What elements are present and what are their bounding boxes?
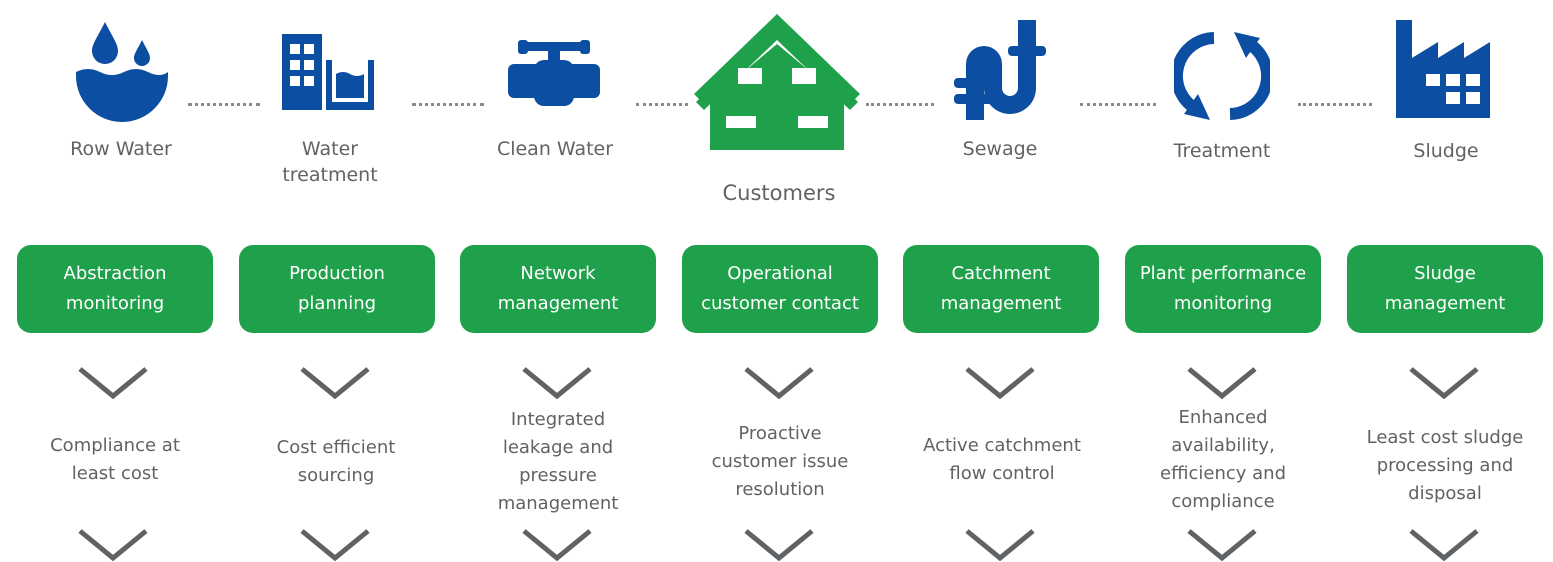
chevron-down-icon	[744, 367, 814, 400]
pill-line: management	[497, 293, 619, 314]
chevron-down-icon	[965, 367, 1035, 400]
stage-label-clean-water: Clean Water	[496, 138, 614, 160]
chevron-down-icon	[1409, 529, 1479, 562]
connector-dots	[412, 103, 484, 110]
outcome-line: Least cost sludge	[1366, 427, 1524, 448]
recycle-icon	[1174, 32, 1270, 120]
water-treatment-icon	[282, 34, 374, 110]
outcome-line: Proactive	[738, 423, 822, 444]
stage-label-treatment: Treatment	[1173, 140, 1271, 162]
outcome-line: least cost	[71, 463, 159, 484]
outcome-line: efficiency and	[1160, 463, 1286, 484]
connector-dots	[188, 103, 260, 110]
stage-label-customers: Customers	[722, 181, 836, 205]
stage-label-sludge: Sludge	[1413, 140, 1479, 162]
outcome-text: Active catchment flow control	[907, 432, 1097, 488]
chevron-down-icon	[522, 367, 592, 400]
connector-dots	[1298, 103, 1372, 110]
function-abstraction-monitoring[interactable]: Abstraction monitoring	[17, 245, 213, 333]
pill-line: monitoring	[65, 293, 165, 314]
outcome-text: Least cost sludge processing and disposa…	[1350, 424, 1540, 508]
outcome-line: Cost efficient	[276, 437, 396, 458]
function-sludge-management[interactable]: Sludge management	[1347, 245, 1543, 333]
outcome-line: customer issue	[711, 451, 849, 472]
outcome-line: processing and	[1376, 455, 1514, 476]
outcome-text: Cost efficient sourcing	[241, 434, 431, 490]
chevron-down-icon	[300, 529, 370, 562]
outcome-line: leakage and	[502, 437, 614, 458]
pill-line: Abstraction	[63, 263, 167, 284]
outcome-text: Proactive customer issue resolution	[685, 420, 875, 504]
outcome-line: pressure	[519, 465, 597, 486]
chevron-down-icon	[1409, 367, 1479, 400]
pill-line: Production	[289, 263, 385, 284]
chevron-down-icon	[1187, 529, 1257, 562]
water-bowl-icon	[76, 22, 168, 122]
outcome-line: Compliance at	[50, 435, 180, 456]
pill-line: Sludge	[1414, 263, 1476, 284]
chevron-down-icon	[78, 367, 148, 400]
chevron-down-icon	[300, 367, 370, 400]
connector-dots	[1080, 103, 1156, 110]
outcome-text: Enhanced availability, efficiency and co…	[1128, 404, 1318, 516]
function-production-planning[interactable]: Production planning	[239, 245, 435, 333]
pill-line: customer contact	[701, 293, 859, 314]
chevron-down-icon	[522, 529, 592, 562]
chevron-down-icon	[965, 529, 1035, 562]
stage-label-water-treatment: Water treatment	[282, 138, 378, 186]
outcome-line: resolution	[735, 479, 825, 500]
pill-line: planning	[297, 293, 377, 314]
outcome-line: Active catchment	[923, 435, 1081, 456]
tap-icon	[508, 40, 600, 106]
function-network-management[interactable]: Network management	[460, 245, 656, 333]
stage-label-sewage: Sewage	[962, 138, 1038, 160]
outcome-line: availability,	[1171, 435, 1275, 456]
function-operational-customer-contact[interactable]: Operational customer contact	[682, 245, 878, 333]
pipe-icon	[954, 20, 1046, 120]
outcome-line: sourcing	[297, 465, 375, 486]
connector-dots	[636, 103, 688, 110]
pill-line: monitoring	[1173, 293, 1273, 314]
chevron-down-icon	[744, 529, 814, 562]
pill-line: management	[1384, 293, 1506, 314]
pill-line: Operational	[727, 263, 833, 284]
outcome-line: Enhanced	[1178, 407, 1268, 428]
connector-dots	[866, 103, 934, 110]
outcome-line: disposal	[1408, 483, 1482, 504]
pill-line: management	[940, 293, 1062, 314]
stage-label-raw-water: Row Water	[70, 138, 172, 160]
outcome-line: flow control	[949, 463, 1055, 484]
house-icon	[694, 14, 860, 150]
pill-line: Network	[520, 263, 596, 284]
chevron-down-icon	[78, 529, 148, 562]
pill-line: Catchment	[951, 263, 1051, 284]
outcome-line: management	[497, 493, 619, 514]
outcome-line: compliance	[1171, 491, 1275, 512]
outcome-line: Integrated	[510, 409, 606, 430]
chevron-down-icon	[1187, 367, 1257, 400]
pill-line: Plant performance	[1139, 263, 1307, 284]
function-plant-performance-monitoring[interactable]: Plant performance monitoring	[1125, 245, 1321, 333]
factory-icon	[1396, 20, 1490, 118]
function-catchment-management[interactable]: Catchment management	[903, 245, 1099, 333]
outcome-text: Integrated leakage and pressure manageme…	[463, 406, 653, 518]
outcome-text: Compliance at least cost	[20, 432, 210, 488]
